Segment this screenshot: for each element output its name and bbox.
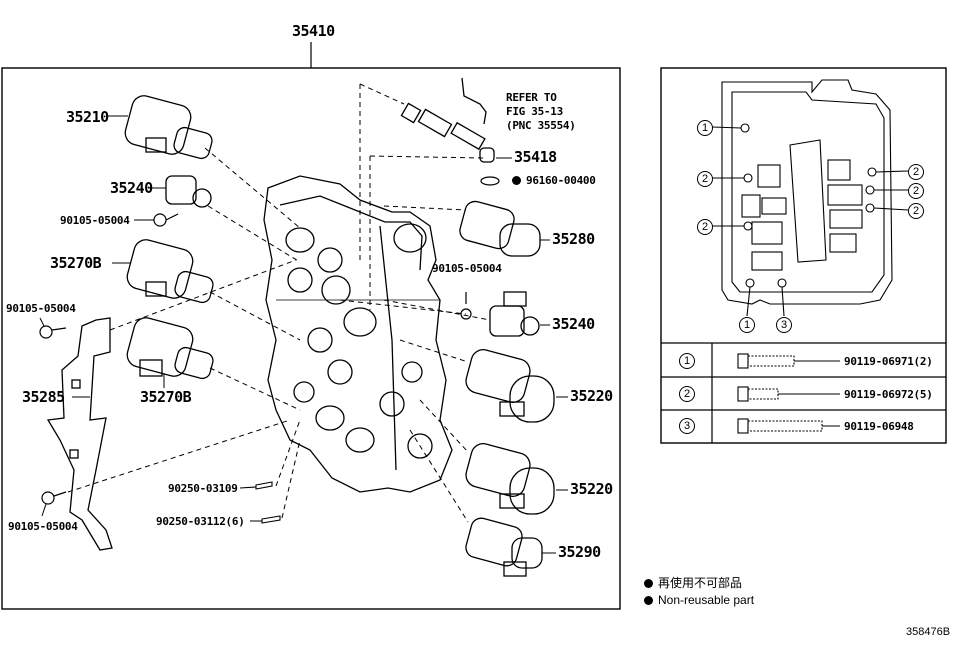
label-35290: 35290 (558, 543, 601, 561)
small-bolts (39, 213, 472, 505)
table-key-3: 3 (679, 418, 695, 434)
dashed-guides (67, 83, 491, 523)
valve-body-drawing (263, 175, 453, 493)
label-35285: 35285 (22, 388, 65, 406)
table-key-2: 2 (679, 386, 695, 402)
solenoid-35240-right (489, 291, 540, 337)
refer-line2: FIG 35-13 (506, 105, 563, 118)
label-leaders (39, 115, 568, 554)
label-90250-b: 90250-03112(6) (156, 515, 245, 528)
legend-dot-icon-2 (644, 596, 653, 605)
legend-line1: 再使用不可部品 (644, 577, 742, 589)
callout-2-right-c: 2 (908, 203, 924, 219)
solenoid-35270B-upper (126, 239, 214, 304)
label-35270B-lower: 35270B (140, 388, 192, 406)
label-90105-c: 90105-05004 (8, 520, 78, 533)
label-35220-upper: 35220 (570, 387, 613, 405)
table-key-1: 1 (679, 353, 695, 369)
label-90250-a: 90250-03109 (168, 482, 238, 495)
harness-35418 (400, 77, 495, 163)
solenoid-35290 (465, 517, 543, 577)
solenoid-35210 (124, 95, 213, 160)
table-part-2: 90119-06972(5) (844, 388, 933, 401)
label-35410: 35410 (292, 22, 335, 40)
callout-1-bottom: 1 (739, 317, 755, 333)
solenoid-35280 (459, 200, 541, 257)
pins (255, 481, 281, 524)
legend-text-jp: 再使用不可部品 (658, 576, 743, 590)
label-35270B-upper: 35270B (50, 254, 102, 272)
non-reusable-dot-icon (512, 176, 521, 185)
legend-line2: Non-reusable part (644, 594, 754, 606)
label-90105-b: 90105-05004 (6, 302, 76, 315)
legend-dot-icon-1 (644, 579, 653, 588)
o-ring-96160 (480, 176, 500, 186)
solenoid-35240-left (165, 175, 212, 208)
label-90105-a: 90105-05004 (60, 214, 130, 227)
diagram-id: 358476B (906, 626, 951, 638)
refer-line3: (PNC 35554) (506, 119, 576, 132)
label-35280: 35280 (552, 230, 595, 248)
inset-frame (660, 67, 947, 444)
label-90105-d: 90105-05004 (432, 262, 502, 275)
label-35240-right: 35240 (552, 315, 595, 333)
solenoid-35270B-lower (126, 317, 214, 380)
bolt-drawings (737, 353, 840, 434)
table-part-3: 90119-06948 (844, 420, 914, 433)
callout-2-left-a: 2 (697, 171, 713, 187)
callout-2-right-a: 2 (908, 164, 924, 180)
refer-line1: REFER TO (506, 91, 557, 104)
callout-3-bottom: 3 (776, 317, 792, 333)
solenoid-35220-upper (465, 349, 555, 423)
label-96160-text: 96160-00400 (526, 174, 596, 187)
callout-2-right-b: 2 (908, 183, 924, 199)
label-35418: 35418 (514, 148, 557, 166)
bracket-35285 (46, 317, 113, 551)
callout-2-left-b: 2 (697, 219, 713, 235)
label-35220-lower: 35220 (570, 480, 613, 498)
solenoid-35220-lower (465, 443, 555, 515)
inset-pan-drawing (711, 79, 909, 317)
label-35240-left: 35240 (110, 179, 153, 197)
callout-1-top: 1 (697, 120, 713, 136)
label-96160: 96160-00400 (512, 175, 596, 186)
table-part-1: 90119-06971(2) (844, 355, 933, 368)
legend-text-en: Non-reusable part (658, 593, 755, 607)
label-35210: 35210 (66, 108, 109, 126)
